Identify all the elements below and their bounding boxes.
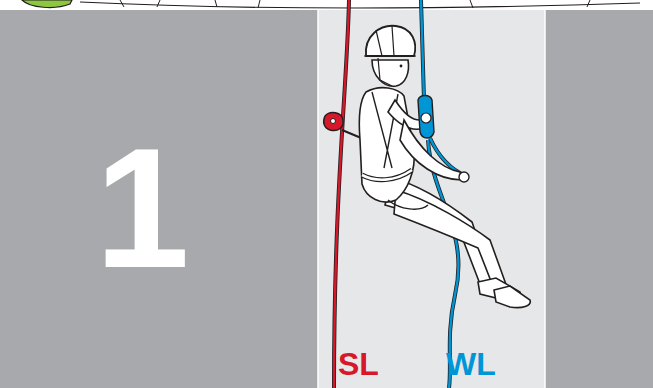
boot — [494, 286, 530, 308]
helmet — [366, 26, 415, 56]
hand — [459, 172, 469, 182]
harness-belt-fill — [362, 170, 412, 180]
anchor-device — [22, 0, 72, 7]
descender — [418, 96, 434, 139]
anchor-marks — [120, 0, 590, 8]
rope-label: WL — [446, 348, 496, 380]
helmet-detail — [364, 26, 416, 56]
left-panel — [0, 10, 318, 388]
safety-rope-outline — [334, 0, 349, 388]
harness-belt — [362, 170, 412, 180]
rope-grab — [324, 113, 343, 131]
leg-loop — [388, 200, 428, 209]
rope-label: SL — [338, 348, 379, 380]
descender-hand — [421, 113, 431, 123]
chin-strap — [378, 58, 392, 86]
panel-edge — [317, 10, 319, 388]
anchor-line — [80, 2, 640, 8]
right-panel — [545, 10, 653, 388]
face — [372, 60, 409, 86]
eye — [400, 65, 403, 68]
center-panel — [318, 10, 545, 388]
panel-edge — [544, 10, 546, 388]
rope-grab-pin — [331, 119, 336, 124]
safety-rope — [334, 0, 349, 388]
step-number: 1 — [95, 123, 190, 293]
